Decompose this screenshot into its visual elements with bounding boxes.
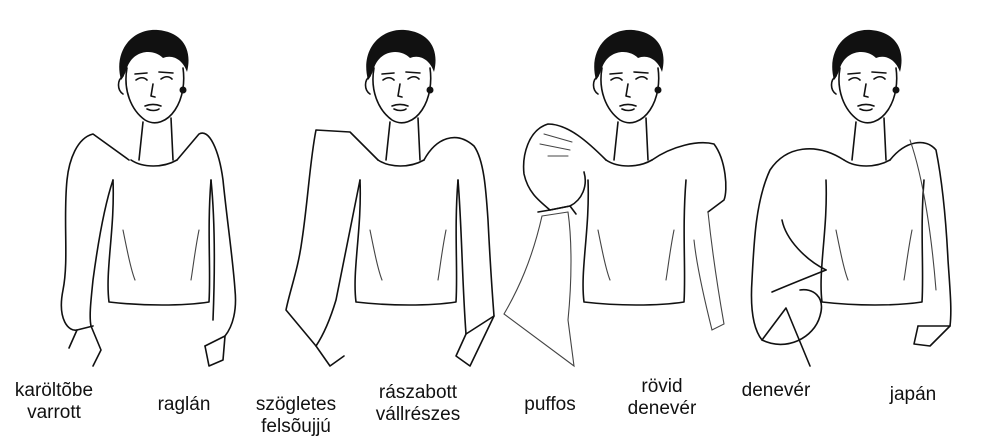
figure-4 <box>751 30 950 366</box>
label-line: karöltõbe <box>8 380 100 402</box>
label-szogletes-felsoujju: szögletes felsõujjú <box>244 394 348 438</box>
label-line: denevér <box>730 380 822 402</box>
label-karoltobe-varrott: karöltõbe varrott <box>8 380 100 424</box>
label-denever: denevér <box>730 380 822 402</box>
label-line: rászabott <box>364 382 472 404</box>
label-line: denevér <box>612 398 712 420</box>
figure-2 <box>286 30 494 366</box>
figure-1 <box>61 30 235 366</box>
label-puffos: puffos <box>510 394 590 416</box>
label-japan: japán <box>874 384 952 406</box>
label-line: raglán <box>142 394 226 416</box>
label-line: rövid <box>612 376 712 398</box>
label-rovid-denever: rövid denevér <box>612 376 712 420</box>
label-line: felsõujjú <box>244 416 348 438</box>
label-raszabott-vallreszes: rászabott vállrészes <box>364 382 472 426</box>
label-line: vállrészes <box>364 404 472 426</box>
label-raglan: raglán <box>142 394 226 416</box>
label-line: szögletes <box>244 394 348 416</box>
figure-3 <box>504 30 726 366</box>
label-line: puffos <box>510 394 590 416</box>
label-line: varrott <box>8 402 100 424</box>
label-line: japán <box>874 384 952 406</box>
